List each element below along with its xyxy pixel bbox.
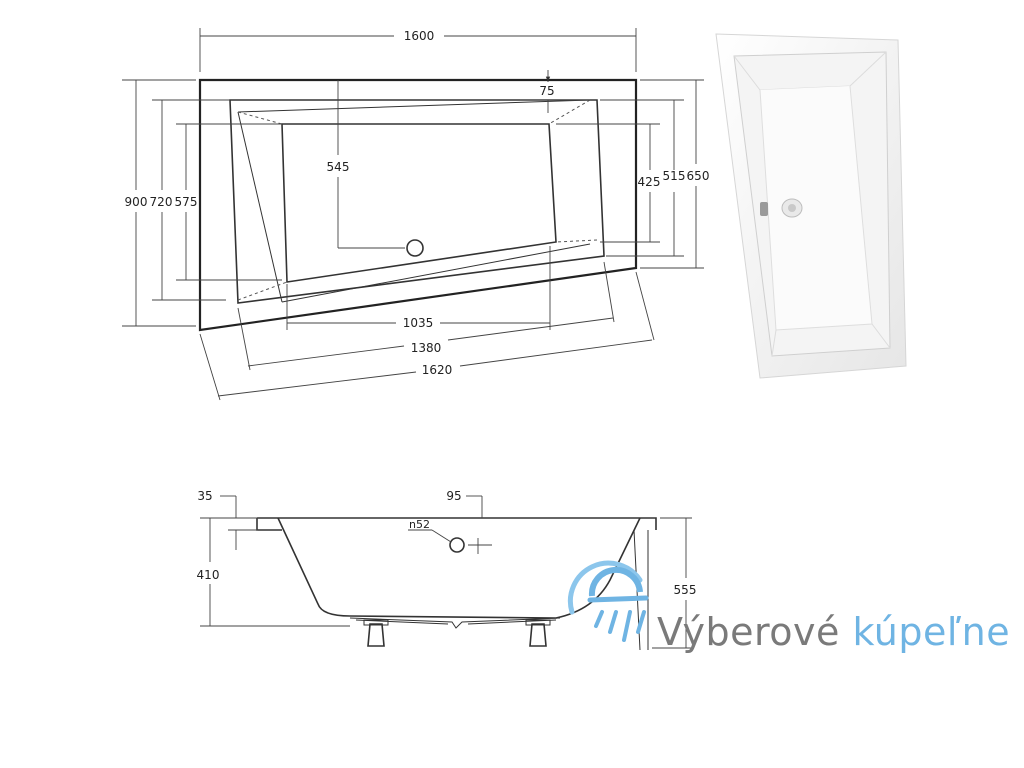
dim-1380: 1380 (411, 341, 442, 355)
dim-555: 555 (674, 583, 697, 597)
dim-545: 545 (327, 160, 350, 174)
dim-575: 575 (175, 195, 198, 209)
overflow-circle (449, 537, 465, 553)
side-foot-right (529, 623, 547, 647)
dim-515: 515 (663, 169, 686, 183)
dim-650: 650 (687, 169, 710, 183)
dim-410: 410 (197, 568, 220, 582)
side-rim (256, 517, 657, 531)
side-foot-left (367, 623, 385, 647)
dim-n52: n52 (409, 518, 430, 531)
brand-word-vyberove: Výberové (657, 610, 840, 654)
top-outer-frame (198, 78, 638, 332)
dim-95: 95 (446, 489, 461, 503)
drain-circle (406, 239, 424, 257)
dim-900: 900 (125, 195, 148, 209)
bathtub-photo (715, 30, 908, 380)
dim-1035: 1035 (403, 316, 434, 330)
shower-logo-icon (567, 560, 649, 642)
brand-word-kupelne: kúpeľne (852, 610, 1011, 654)
dim-720: 720 (150, 195, 173, 209)
dim-75: 75 (539, 84, 554, 98)
top-inner-rim (229, 99, 605, 304)
dim-1600: 1600 (404, 29, 435, 43)
dim-1620: 1620 (422, 363, 453, 377)
dim-425: 425 (638, 175, 661, 189)
brand-wordmark: Výberové kúpeľne (657, 610, 1010, 654)
top-view: 1600 75 545 900 720 575 425 (122, 28, 710, 401)
top-basin-floor (281, 123, 557, 283)
dim-35: 35 (197, 489, 212, 503)
